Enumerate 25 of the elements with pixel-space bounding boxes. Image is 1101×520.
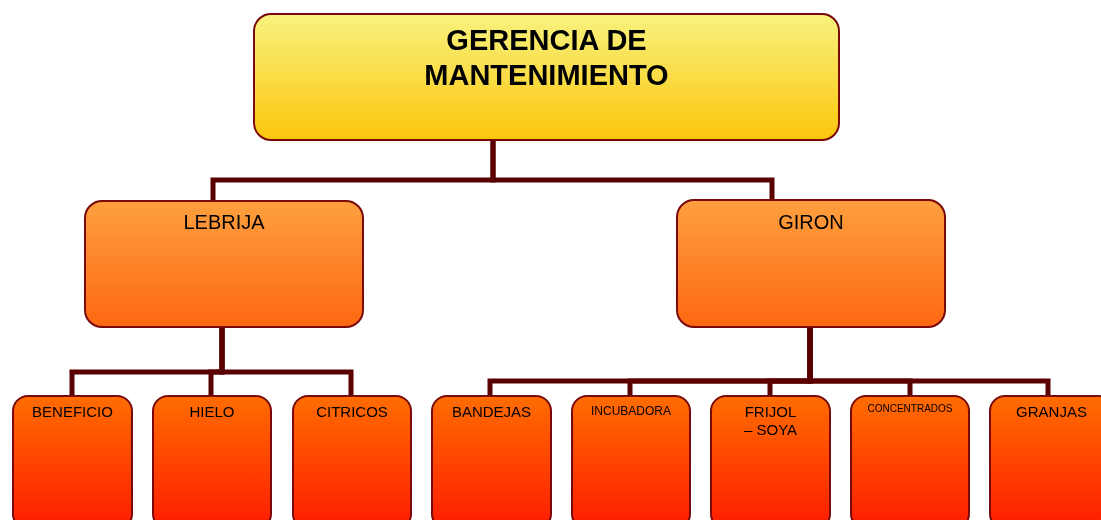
org-box bbox=[571, 395, 691, 520]
box-label: GRANJAS bbox=[1016, 403, 1087, 421]
org-box bbox=[989, 395, 1101, 520]
box-label: FRIJOL – SOYA bbox=[742, 403, 799, 439]
org-box bbox=[253, 13, 840, 141]
box-label: INCUBADORA bbox=[591, 404, 671, 419]
org-box bbox=[710, 395, 831, 520]
connector-line bbox=[219, 328, 354, 395]
org-box bbox=[431, 395, 552, 520]
box-label: HIELO bbox=[189, 403, 235, 421]
org-box bbox=[850, 395, 970, 520]
box-label: BENEFICIO bbox=[32, 403, 113, 421]
org-box bbox=[292, 395, 412, 520]
org-box bbox=[84, 200, 364, 328]
org-box bbox=[152, 395, 272, 520]
box-label: LEBRIJA bbox=[183, 210, 265, 234]
box-label: CITRICOS bbox=[316, 403, 388, 421]
org-box bbox=[676, 199, 946, 328]
connector-line bbox=[807, 328, 1051, 395]
box-label: GIRON bbox=[778, 210, 844, 234]
box-label: CONCENTRADOS bbox=[867, 403, 953, 415]
box-label: GERENCIA DE MANTENIMIENTO bbox=[423, 23, 670, 93]
box-label: BANDEJAS bbox=[451, 403, 532, 421]
connector-line bbox=[490, 141, 775, 199]
org-box bbox=[12, 395, 133, 520]
